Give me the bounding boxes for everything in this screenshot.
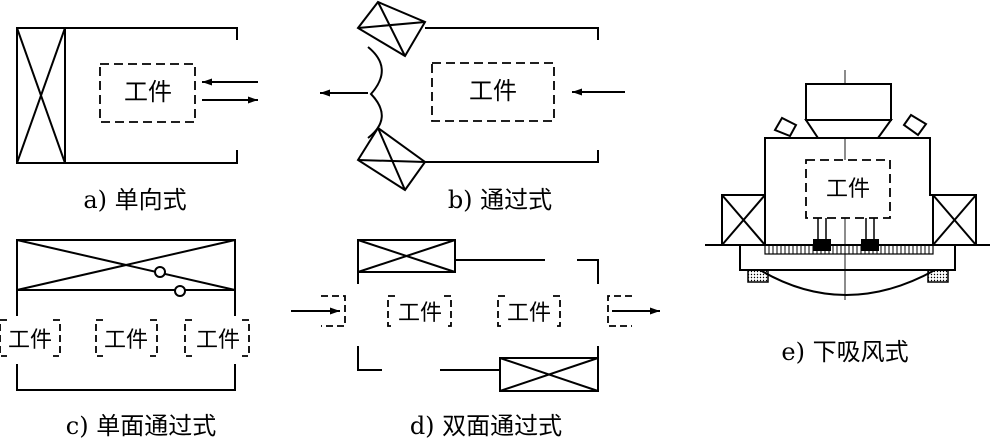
- caption-a: a) 单向式: [83, 186, 186, 214]
- panel-a: [16, 27, 258, 164]
- top-hood: [357, 239, 456, 273]
- workpiece-box-b: [431, 62, 555, 122]
- workpiece-label-d1: 工件: [398, 301, 442, 326]
- panel-b: [320, 0, 625, 192]
- workpiece-label-c2: 工件: [104, 328, 148, 353]
- workpiece-label-a: 工件: [124, 78, 172, 106]
- panel-c: [0, 239, 250, 391]
- bottom-hood: [499, 357, 599, 392]
- workpiece-label-d2: 工件: [507, 301, 551, 326]
- exhaust-hood: [16, 27, 66, 164]
- caption-e: e) 下吸风式: [781, 338, 908, 366]
- workpiece-label-c1: 工件: [8, 328, 52, 353]
- overhead-hood: [16, 239, 236, 291]
- nozzle-outlet: [367, 46, 383, 139]
- workpiece-label-c3: 工件: [196, 328, 240, 353]
- caption-c: c) 单面通过式: [66, 412, 216, 440]
- panel-d: [291, 239, 660, 392]
- workpiece-label-b: 工件: [469, 77, 517, 105]
- workpiece-box-e: [805, 159, 891, 219]
- floor-grille: [764, 244, 934, 255]
- lower-plenum: [759, 269, 936, 296]
- caption-b: b) 通过式: [448, 186, 552, 214]
- labels: 工件 工件 工件 工件 工件 工件 工件 工件 a) 单向式 b) 通过式 c)…: [8, 77, 909, 440]
- top-fan: [805, 83, 892, 121]
- workpiece-label-e: 工件: [826, 177, 870, 202]
- workpiece-box-a: [99, 63, 196, 123]
- panel-e: [705, 70, 990, 300]
- caption-d: d) 双面通过式: [410, 412, 562, 440]
